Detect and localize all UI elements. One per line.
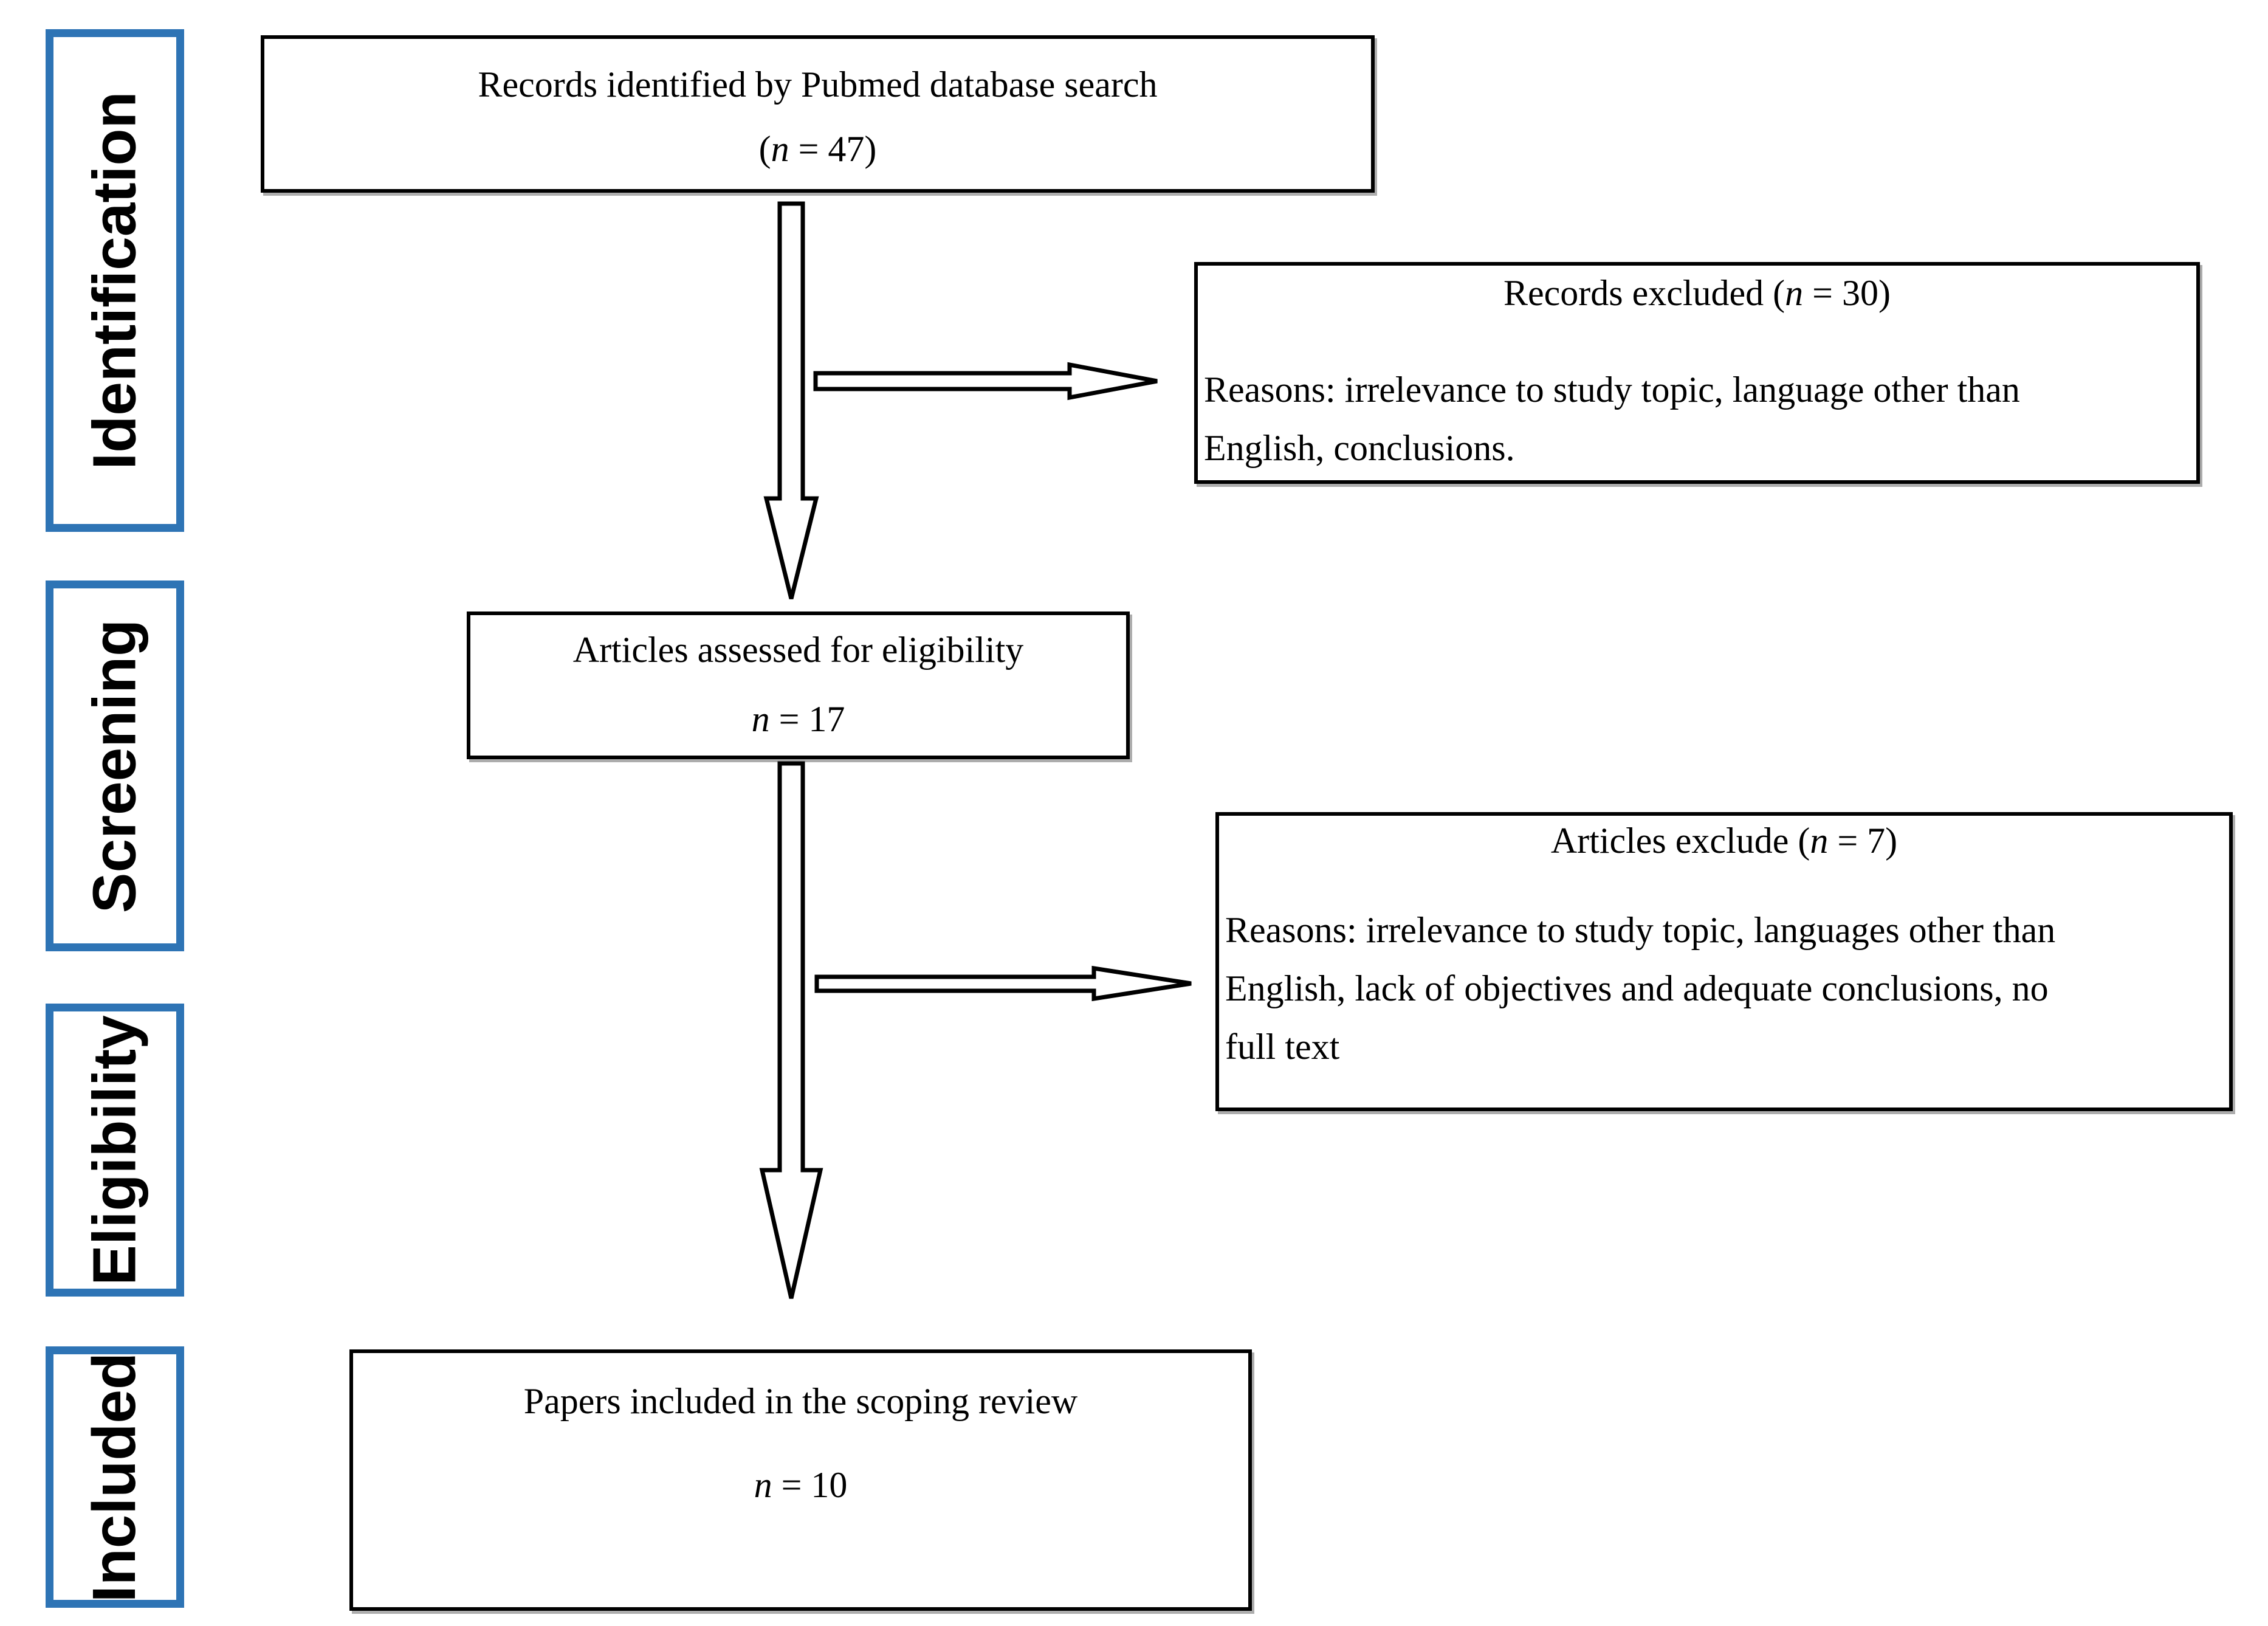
box-articles-assessed: Articles assessed for eligibility n = 17: [467, 611, 1130, 759]
box-records-excluded: Records excluded (n = 30) Reasons: irrel…: [1194, 262, 2200, 484]
count-prefix: (: [758, 129, 771, 169]
box-papers-included-count: n = 10: [353, 1464, 1248, 1506]
title-value: = 7): [1828, 821, 1898, 861]
box-records-excluded-reasons: Reasons: irrelevance to study topic, lan…: [1198, 360, 2196, 477]
box-records-identified-title: Records identified by Pubmed database se…: [478, 64, 1158, 105]
title-prefix: Articles exclude (: [1550, 821, 1810, 861]
stage-label-screening: Screening: [80, 619, 149, 913]
count-variable: n: [771, 129, 789, 169]
stage-label-identification: Identification: [80, 91, 149, 470]
down-arrow-assessed-to-included: [759, 761, 823, 1299]
box-records-identified-count: (n = 47): [264, 128, 1371, 170]
box-articles-excluded-title: Articles exclude (n = 7): [1219, 819, 2229, 862]
reason-line: English, conclusions.: [1204, 428, 1515, 468]
title-variable: n: [1810, 821, 1829, 861]
title-variable: n: [1785, 273, 1804, 313]
box-articles-assessed-title: Articles assessed for eligibility: [572, 630, 1024, 670]
stage-box-identification: Identification: [46, 29, 184, 532]
reason-line: Reasons: irrelevance to study topic, lan…: [1225, 910, 2056, 950]
reason-line: Reasons: irrelevance to study topic, lan…: [1204, 370, 2020, 410]
count-variable: n: [751, 699, 770, 739]
stage-label-eligibility: Eligibility: [80, 1015, 149, 1286]
count-value: = 17: [769, 699, 845, 739]
stage-box-included: Included: [46, 1346, 184, 1608]
reason-line: full text: [1225, 1027, 1340, 1067]
down-arrow-identified-to-assessed: [763, 201, 819, 599]
count-value: = 47): [789, 129, 877, 169]
reason-line: English, lack of objectives and adequate…: [1225, 968, 2049, 1008]
right-arrow-to-articles-excluded: [814, 965, 1192, 1002]
title-prefix: Records excluded (: [1503, 273, 1785, 313]
box-articles-excluded-reasons: Reasons: irrelevance to study topic, lan…: [1219, 901, 2229, 1076]
box-records-identified: Records identified by Pubmed database se…: [261, 35, 1375, 193]
stage-box-screening: Screening: [46, 580, 184, 951]
box-articles-assessed-count: n = 17: [470, 698, 1126, 740]
title-value: = 30): [1803, 273, 1891, 313]
box-articles-excluded: Articles exclude (n = 7) Reasons: irrele…: [1215, 812, 2233, 1111]
box-papers-included: Papers included in the scoping review n …: [349, 1349, 1252, 1611]
box-papers-included-title: Papers included in the scoping review: [523, 1381, 1078, 1421]
count-value: = 10: [772, 1465, 848, 1505]
right-arrow-to-records-excluded: [813, 362, 1158, 401]
count-variable: n: [754, 1465, 772, 1505]
box-records-excluded-title: Records excluded (n = 30): [1198, 272, 2196, 314]
stage-label-included: Included: [80, 1352, 149, 1602]
stage-box-eligibility: Eligibility: [46, 1004, 184, 1297]
